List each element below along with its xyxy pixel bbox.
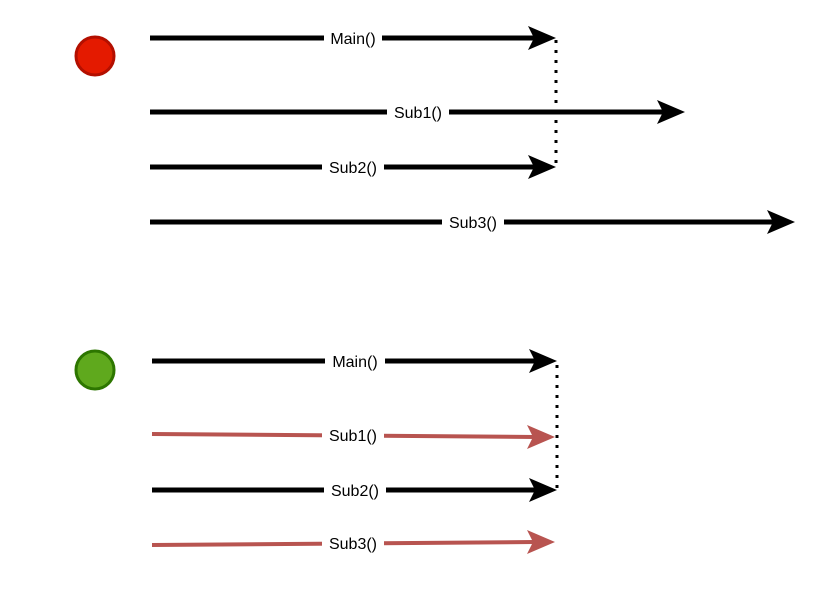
- bottom-arrow-sub1-label: Sub1(): [329, 428, 377, 445]
- top-arrow-sub3: Sub3(): [150, 210, 795, 234]
- bottom-arrow-main: Main(): [152, 349, 557, 373]
- bottom-arrow-sub2: Sub2(): [152, 478, 557, 502]
- top-arrow-sub3-label: Sub3(): [449, 215, 497, 232]
- arrowhead-icon: [527, 530, 555, 554]
- bottom-arrow-main-label: Main(): [332, 354, 377, 371]
- top-group: Main() Sub1() Sub2() Sub3(): [74, 26, 795, 234]
- green-circle-icon: [74, 349, 116, 391]
- arrowhead-icon: [527, 425, 555, 449]
- top-arrow-sub2: Sub2(): [150, 155, 556, 179]
- arrowhead-icon: [529, 478, 557, 502]
- top-arrow-sub1: Sub1(): [150, 100, 685, 124]
- arrowhead-icon: [529, 349, 557, 373]
- arrowhead-icon: [657, 100, 685, 124]
- top-arrow-main-label: Main(): [330, 31, 375, 48]
- arrowhead-icon: [528, 155, 556, 179]
- top-arrow-sub1-label: Sub1(): [394, 105, 442, 122]
- arrowhead-icon: [528, 26, 556, 50]
- bottom-arrow-sub3: Sub3(): [151, 530, 555, 554]
- arrowhead-icon: [767, 210, 795, 234]
- red-circle-icon: [74, 35, 116, 77]
- bottom-group: Main() Sub1() Sub2() Sub3(): [74, 349, 559, 554]
- bottom-arrow-sub1: Sub1(): [151, 425, 555, 449]
- bottom-arrow-sub2-label: Sub2(): [331, 483, 379, 500]
- bottom-arrow-sub3-label: Sub3(): [329, 536, 377, 553]
- top-arrow-main: Main(): [150, 26, 556, 50]
- top-arrow-sub2-label: Sub2(): [329, 160, 377, 177]
